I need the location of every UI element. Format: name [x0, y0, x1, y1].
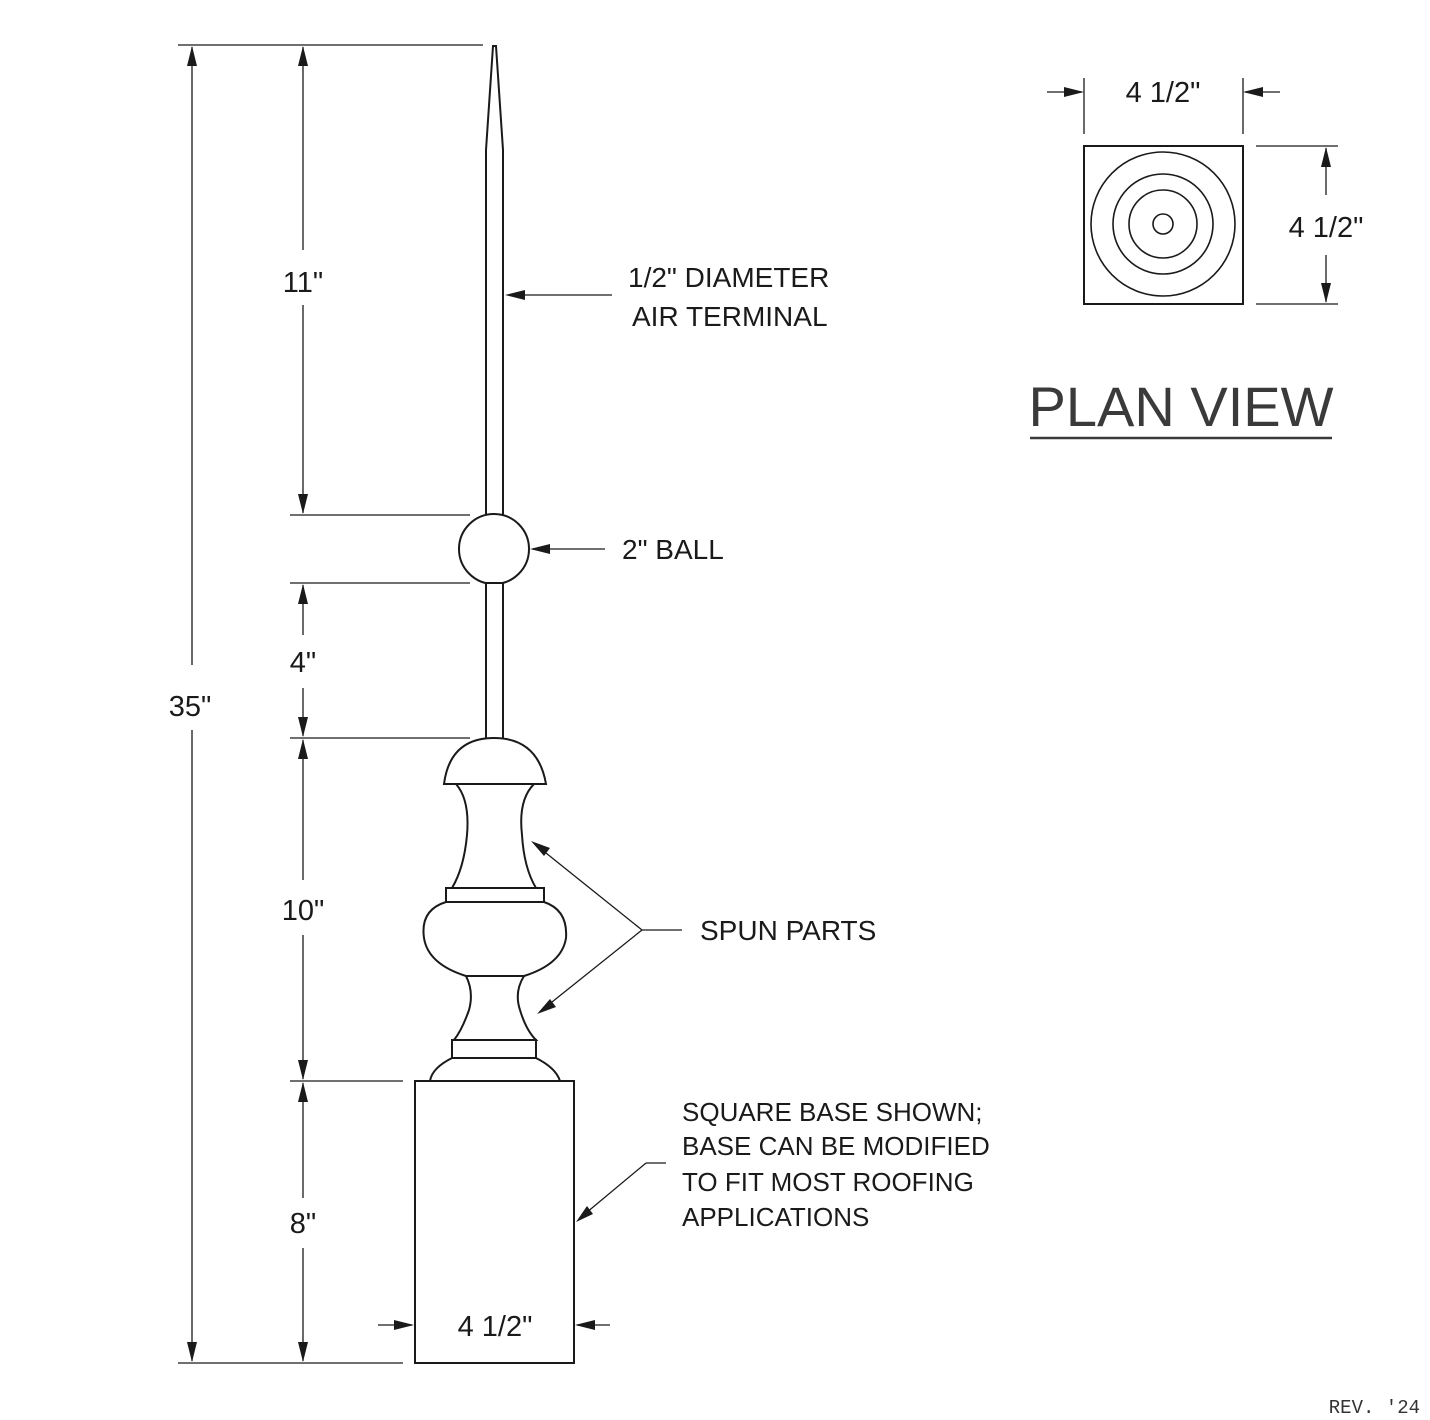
plan-arrow-width-left [1064, 87, 1084, 97]
spun-lower-neck [451, 975, 539, 1041]
plan-square-base [1083, 145, 1244, 305]
arrow-spun-parts-lower [537, 999, 556, 1014]
leader-spun-parts-upper [535, 844, 643, 931]
arrow-spun-top [298, 739, 308, 759]
dim-base-height: 8" [290, 1208, 316, 1240]
arrow-terminal-top [298, 46, 308, 66]
plan-arrow-width-right [1243, 87, 1263, 97]
callout-ball: 2" BALL [622, 534, 724, 565]
dim-spun-section-height: 10" [282, 895, 325, 927]
leader-base-diagonal [579, 1162, 647, 1219]
arrow-overall-bottom [187, 1342, 197, 1362]
square-base [414, 1080, 575, 1364]
callout-base-line2: BASE CAN BE MODIFIED [682, 1131, 990, 1161]
dim-air-terminal-length: 11" [283, 267, 323, 299]
plan-view-title: PLAN VIEW [1029, 375, 1334, 438]
arrow-air-terminal [505, 290, 525, 300]
spun-upper-neck [450, 783, 538, 889]
plan-arrow-height-bottom [1321, 283, 1331, 303]
spun-cap [442, 736, 548, 785]
callout-base-line3: TO FIT MOST ROOFING [682, 1167, 974, 1197]
spun-upper-ring [445, 887, 545, 903]
arrow-terminal-bottom [298, 494, 308, 514]
arrow-spun-bottom [298, 1060, 308, 1080]
plan-dim-height: 4 1/2" [1289, 212, 1364, 244]
dim-base-width: 4 1/2" [458, 1311, 533, 1343]
plan-outer-ring [1090, 151, 1236, 297]
arrow-overall-top [187, 46, 197, 66]
ball [458, 513, 530, 585]
spun-skirt [428, 1057, 562, 1082]
elevation-view: 35" 11" 4" 10" 8" 4 1/2" 1/2" [169, 44, 990, 1364]
spun-bulb [422, 901, 568, 977]
arrow-base-width-left [394, 1320, 414, 1330]
arrow-spun-parts-upper [531, 841, 550, 856]
dim-overall-height: 35" [169, 691, 212, 723]
arrow-base-width-right [575, 1320, 595, 1330]
stem [485, 582, 504, 740]
plan-view: 4 1/2" 4 1/2" PLAN VIEW [1029, 77, 1364, 440]
revision-note: REV. '24 [1329, 1397, 1420, 1419]
arrow-base [576, 1206, 593, 1222]
spun-lower-ring [451, 1039, 537, 1059]
plan-arrow-height-top [1321, 147, 1331, 167]
plan-inner-ring [1128, 189, 1198, 259]
air-terminal-rod [485, 45, 504, 518]
plan-rod-center [1152, 213, 1174, 235]
callout-spun-parts: SPUN PARTS [700, 915, 876, 946]
dim-stem-length: 4" [290, 647, 316, 679]
leader-spun-parts-lower [541, 929, 643, 1011]
plan-middle-ring [1112, 173, 1214, 275]
arrow-base-bottom [298, 1342, 308, 1362]
callout-air-terminal-line2: AIR TERMINAL [632, 301, 828, 332]
arrow-base-top [298, 1082, 308, 1102]
arrow-ball [530, 544, 550, 554]
callout-air-terminal-line1: 1/2" DIAMETER [628, 262, 829, 293]
callout-base-line1: SQUARE BASE SHOWN; [682, 1097, 983, 1127]
plan-dim-width: 4 1/2" [1126, 77, 1201, 109]
arrow-stem-top [298, 584, 308, 604]
callout-base-line4: APPLICATIONS [682, 1202, 869, 1232]
arrow-stem-bottom [298, 717, 308, 737]
